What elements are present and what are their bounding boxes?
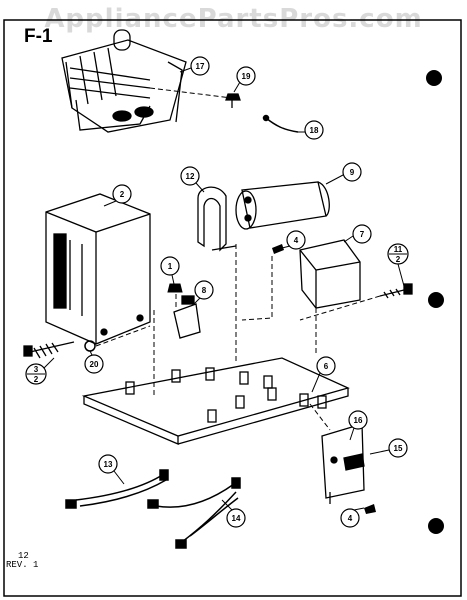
capacitor-bracket-part [197,186,237,252]
punch-hole-middle [428,292,444,308]
capacitor-part [235,181,330,230]
callout-4a-text: 4 [294,236,299,245]
transformer-part [45,193,151,345]
callout-18-text: 18 [310,126,319,135]
callout-circle-8 [194,280,214,300]
revision-number: 12 [18,551,29,561]
switch-part [321,423,365,504]
callout-circle-15 [388,438,408,458]
callout-15-text: 15 [394,444,403,453]
revision-label: REV. 1 [6,560,39,570]
page-border [3,19,462,597]
screw-19-part [225,93,241,108]
callout-circle-6 [316,356,336,376]
bolt-part [23,341,75,359]
callout-1-text: 1 [168,262,173,271]
callout-circle-1 [160,256,180,276]
callout-circle-14 [226,508,246,528]
callout-4b-text: 4 [348,514,353,523]
callout-8-text: 8 [202,286,207,295]
callout-circle-7 [352,224,372,244]
callout-3-bottom-text: 2 [34,375,39,384]
callout-circle-17 [190,56,210,76]
callout-circle-18 [304,120,324,140]
callout-circle-19 [236,66,256,86]
screw-4b-part [364,504,376,514]
filter-part [299,239,361,309]
fuse-holder-part [173,295,201,339]
callout-circle-13 [98,454,118,474]
wire-harness-13-part [65,469,169,509]
screw-1-part [167,283,183,293]
bolt-11-part [379,283,413,299]
base-plate-part [81,357,350,445]
callout-19-text: 19 [242,72,251,81]
callout-14-text: 14 [232,514,241,523]
callout-16-text: 16 [354,416,363,425]
callout-12-text: 12 [186,172,195,181]
callout-11-bottom-text: 2 [396,255,401,264]
callout-3-top-text: 3 [34,365,39,374]
punch-hole-bottom [428,518,444,534]
washer-20-part [84,340,96,352]
callout-circle-16 [348,410,368,430]
screw-4a-part [272,244,284,254]
revision-note: 12 REV. 1 [6,552,38,570]
callout-circle-20 [84,354,104,374]
callout-circle-12 [180,166,200,186]
wire-harness-14-part [147,477,241,549]
callout-17-text: 17 [196,62,205,71]
callout-11-top-text: 11 [394,245,403,254]
callout-13-text: 13 [104,460,113,469]
callout-20-text: 20 [90,360,99,369]
callout-7-text: 7 [360,230,365,239]
watermark: AppliancePartsPros.com [44,4,423,34]
callout-circle-2 [112,184,132,204]
figure-label: F-1 [24,26,53,47]
magnetron-part [61,29,187,133]
callout-2-text: 2 [120,190,125,199]
callout-circle-9 [342,162,362,182]
punch-hole-top [426,70,442,86]
callout-9-text: 9 [350,168,355,177]
callout-circle-4b [340,508,360,528]
wire-18-part [262,114,299,133]
callout-circle-4a [286,230,306,250]
callout-6-text: 6 [324,362,329,371]
